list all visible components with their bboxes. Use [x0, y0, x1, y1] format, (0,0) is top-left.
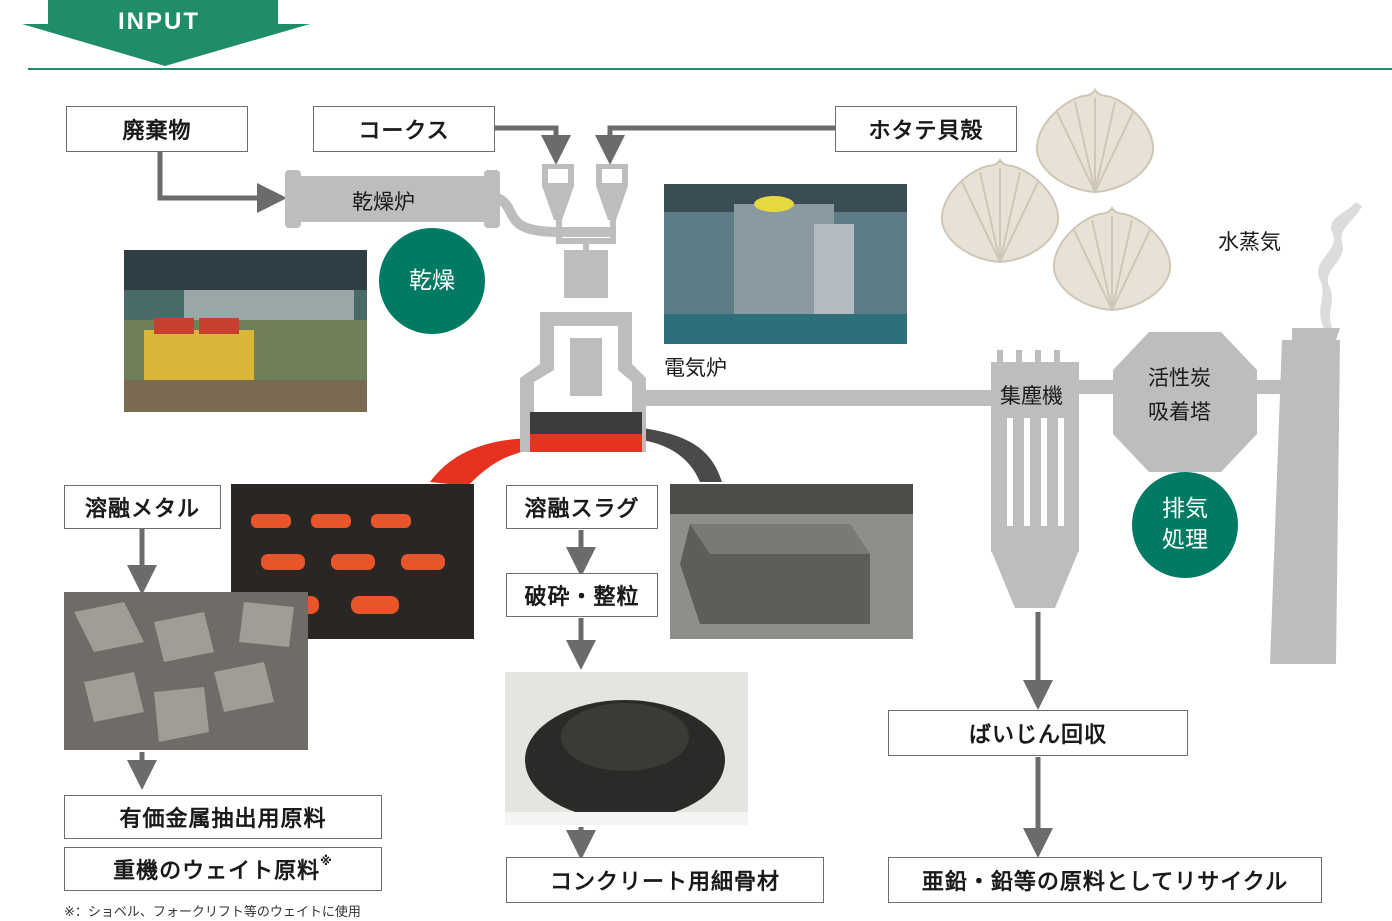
- dust-collector-shape: [991, 350, 1079, 608]
- dryer-label: 乾燥炉: [352, 190, 415, 214]
- input-label: INPUT: [118, 8, 200, 35]
- waste-input-box: 廃棄物: [66, 106, 248, 152]
- drying-badge-text: 乾燥: [409, 267, 455, 294]
- exhaust-badge-line-1: 排気: [1162, 496, 1208, 522]
- scallop-shells-input-box: ホタテ貝殻: [835, 106, 1017, 152]
- electric-furnace-shape: [520, 164, 646, 452]
- valuable-metal-material-box: 有価金属抽出用原料: [64, 795, 382, 839]
- exhaust-badge-line-2: 処理: [1162, 527, 1208, 553]
- weight-footnote: ※：ショベル、フォークリフト等のウェイトに使用: [64, 905, 361, 920]
- weight-note-mark: ※: [320, 854, 333, 868]
- molten-metal-box: 溶融メタル: [64, 485, 221, 529]
- chimney-shape: [1270, 202, 1362, 664]
- dust-collector-label: 集塵機: [1000, 384, 1063, 408]
- heavy-machinery-weight-text: 重機のウェイト原料: [113, 859, 321, 884]
- coke-input-box: コークス: [313, 106, 495, 152]
- electric-furnace-photo: [664, 184, 907, 344]
- crushing-sizing-box: 破砕・整粒: [506, 573, 658, 617]
- heavy-machinery-weight-box: 重機のウェイト原料※: [64, 847, 382, 891]
- activated-carbon-tower-shape: [1113, 332, 1257, 472]
- exhaust-treatment-badge: 排気 処理: [1132, 472, 1238, 578]
- input-arrow-banner: [22, 0, 310, 66]
- concrete-aggregate-box: コンクリート用細骨材: [506, 857, 824, 903]
- scallop-shells-illustration: [940, 88, 1172, 312]
- metal-ingots-photo: [64, 592, 308, 750]
- dust-recovery-box: ばいじん回収: [888, 710, 1188, 756]
- zinc-lead-recycle-box: 亜鉛・鉛等の原料としてリサイクル: [888, 857, 1322, 903]
- fine-aggregate-photo: [505, 672, 748, 825]
- electric-furnace-label: 電気炉: [664, 356, 727, 380]
- molten-slag-box: 溶融スラグ: [506, 485, 658, 529]
- dryer-kiln-shape: [285, 170, 500, 228]
- steam-label: 水蒸気: [1218, 230, 1281, 254]
- header-rule: [28, 68, 1392, 70]
- dryer-plant-photo: [124, 250, 367, 412]
- drying-badge: 乾燥: [379, 228, 485, 334]
- activated-carbon-label-1: 活性炭: [1148, 366, 1211, 390]
- slag-block-photo: [670, 484, 913, 639]
- activated-carbon-label-2: 吸着塔: [1148, 400, 1211, 424]
